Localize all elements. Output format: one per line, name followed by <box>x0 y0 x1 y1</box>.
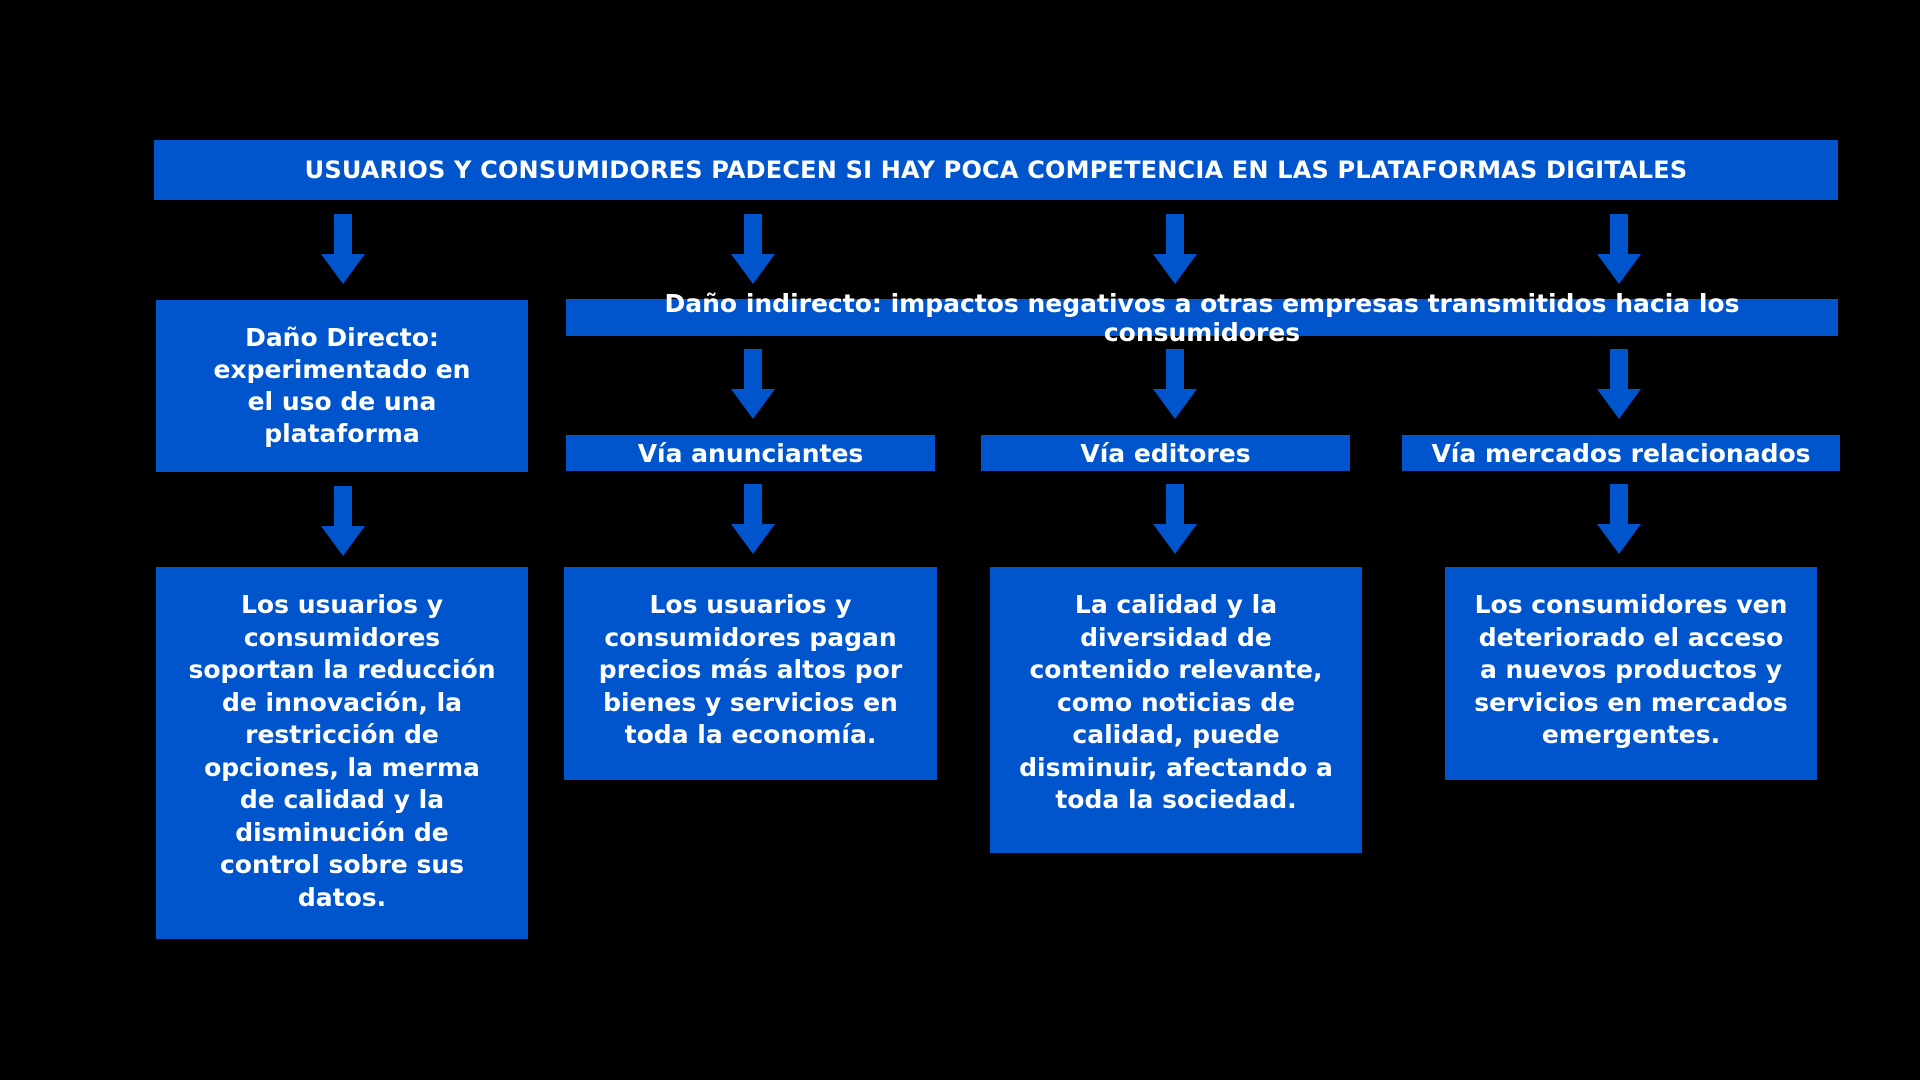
arrow-down-icon <box>1597 484 1641 554</box>
channel-label: Vía anunciantes <box>637 438 864 468</box>
result-direct: Los usuarios y consumidores soportan la … <box>156 567 528 939</box>
direct-harm-box: Daño Directo: experimentado en el uso de… <box>156 300 528 472</box>
arrow-down-icon <box>321 486 365 556</box>
direct-harm-text: Daño Directo: experimentado en el uso de… <box>213 323 471 448</box>
channel-label: Vía mercados relacionados <box>1431 438 1811 468</box>
arrow-down-icon <box>1597 214 1641 284</box>
indirect-harm-text: Daño indirecto: impactos negativos a otr… <box>664 288 1740 347</box>
arrow-down-icon <box>1597 349 1641 419</box>
result-text: Los usuarios y consumidores soportan la … <box>188 590 496 912</box>
result-text: La calidad y la diversidad de contenido … <box>1019 590 1333 814</box>
arrow-down-icon <box>1153 484 1197 554</box>
result-text: Los usuarios y consumidores pagan precio… <box>598 590 903 749</box>
result-publishers: La calidad y la diversidad de contenido … <box>990 567 1362 853</box>
arrow-down-icon <box>1153 214 1197 284</box>
indirect-harm-box: Daño indirecto: impactos negativos a otr… <box>566 289 1838 347</box>
channel-related-markets: Vía mercados relacionados <box>1402 435 1840 471</box>
channel-label: Vía editores <box>1080 438 1251 468</box>
arrow-down-icon <box>321 214 365 284</box>
result-text: Los consumidores ven deteriorado el acce… <box>1474 590 1788 749</box>
result-advertisers: Los usuarios y consumidores pagan precio… <box>564 567 937 780</box>
diagram-title-text: USUARIOS Y CONSUMIDORES PADECEN SI HAY P… <box>304 156 1688 184</box>
arrow-down-icon <box>731 349 775 419</box>
arrow-down-icon <box>1153 349 1197 419</box>
diagram-title: USUARIOS Y CONSUMIDORES PADECEN SI HAY P… <box>154 140 1838 200</box>
result-related-markets: Los consumidores ven deteriorado el acce… <box>1445 567 1817 780</box>
arrow-down-icon <box>731 214 775 284</box>
channel-advertisers: Vía anunciantes <box>566 435 935 471</box>
arrow-down-icon <box>731 484 775 554</box>
channel-publishers: Vía editores <box>981 435 1350 471</box>
